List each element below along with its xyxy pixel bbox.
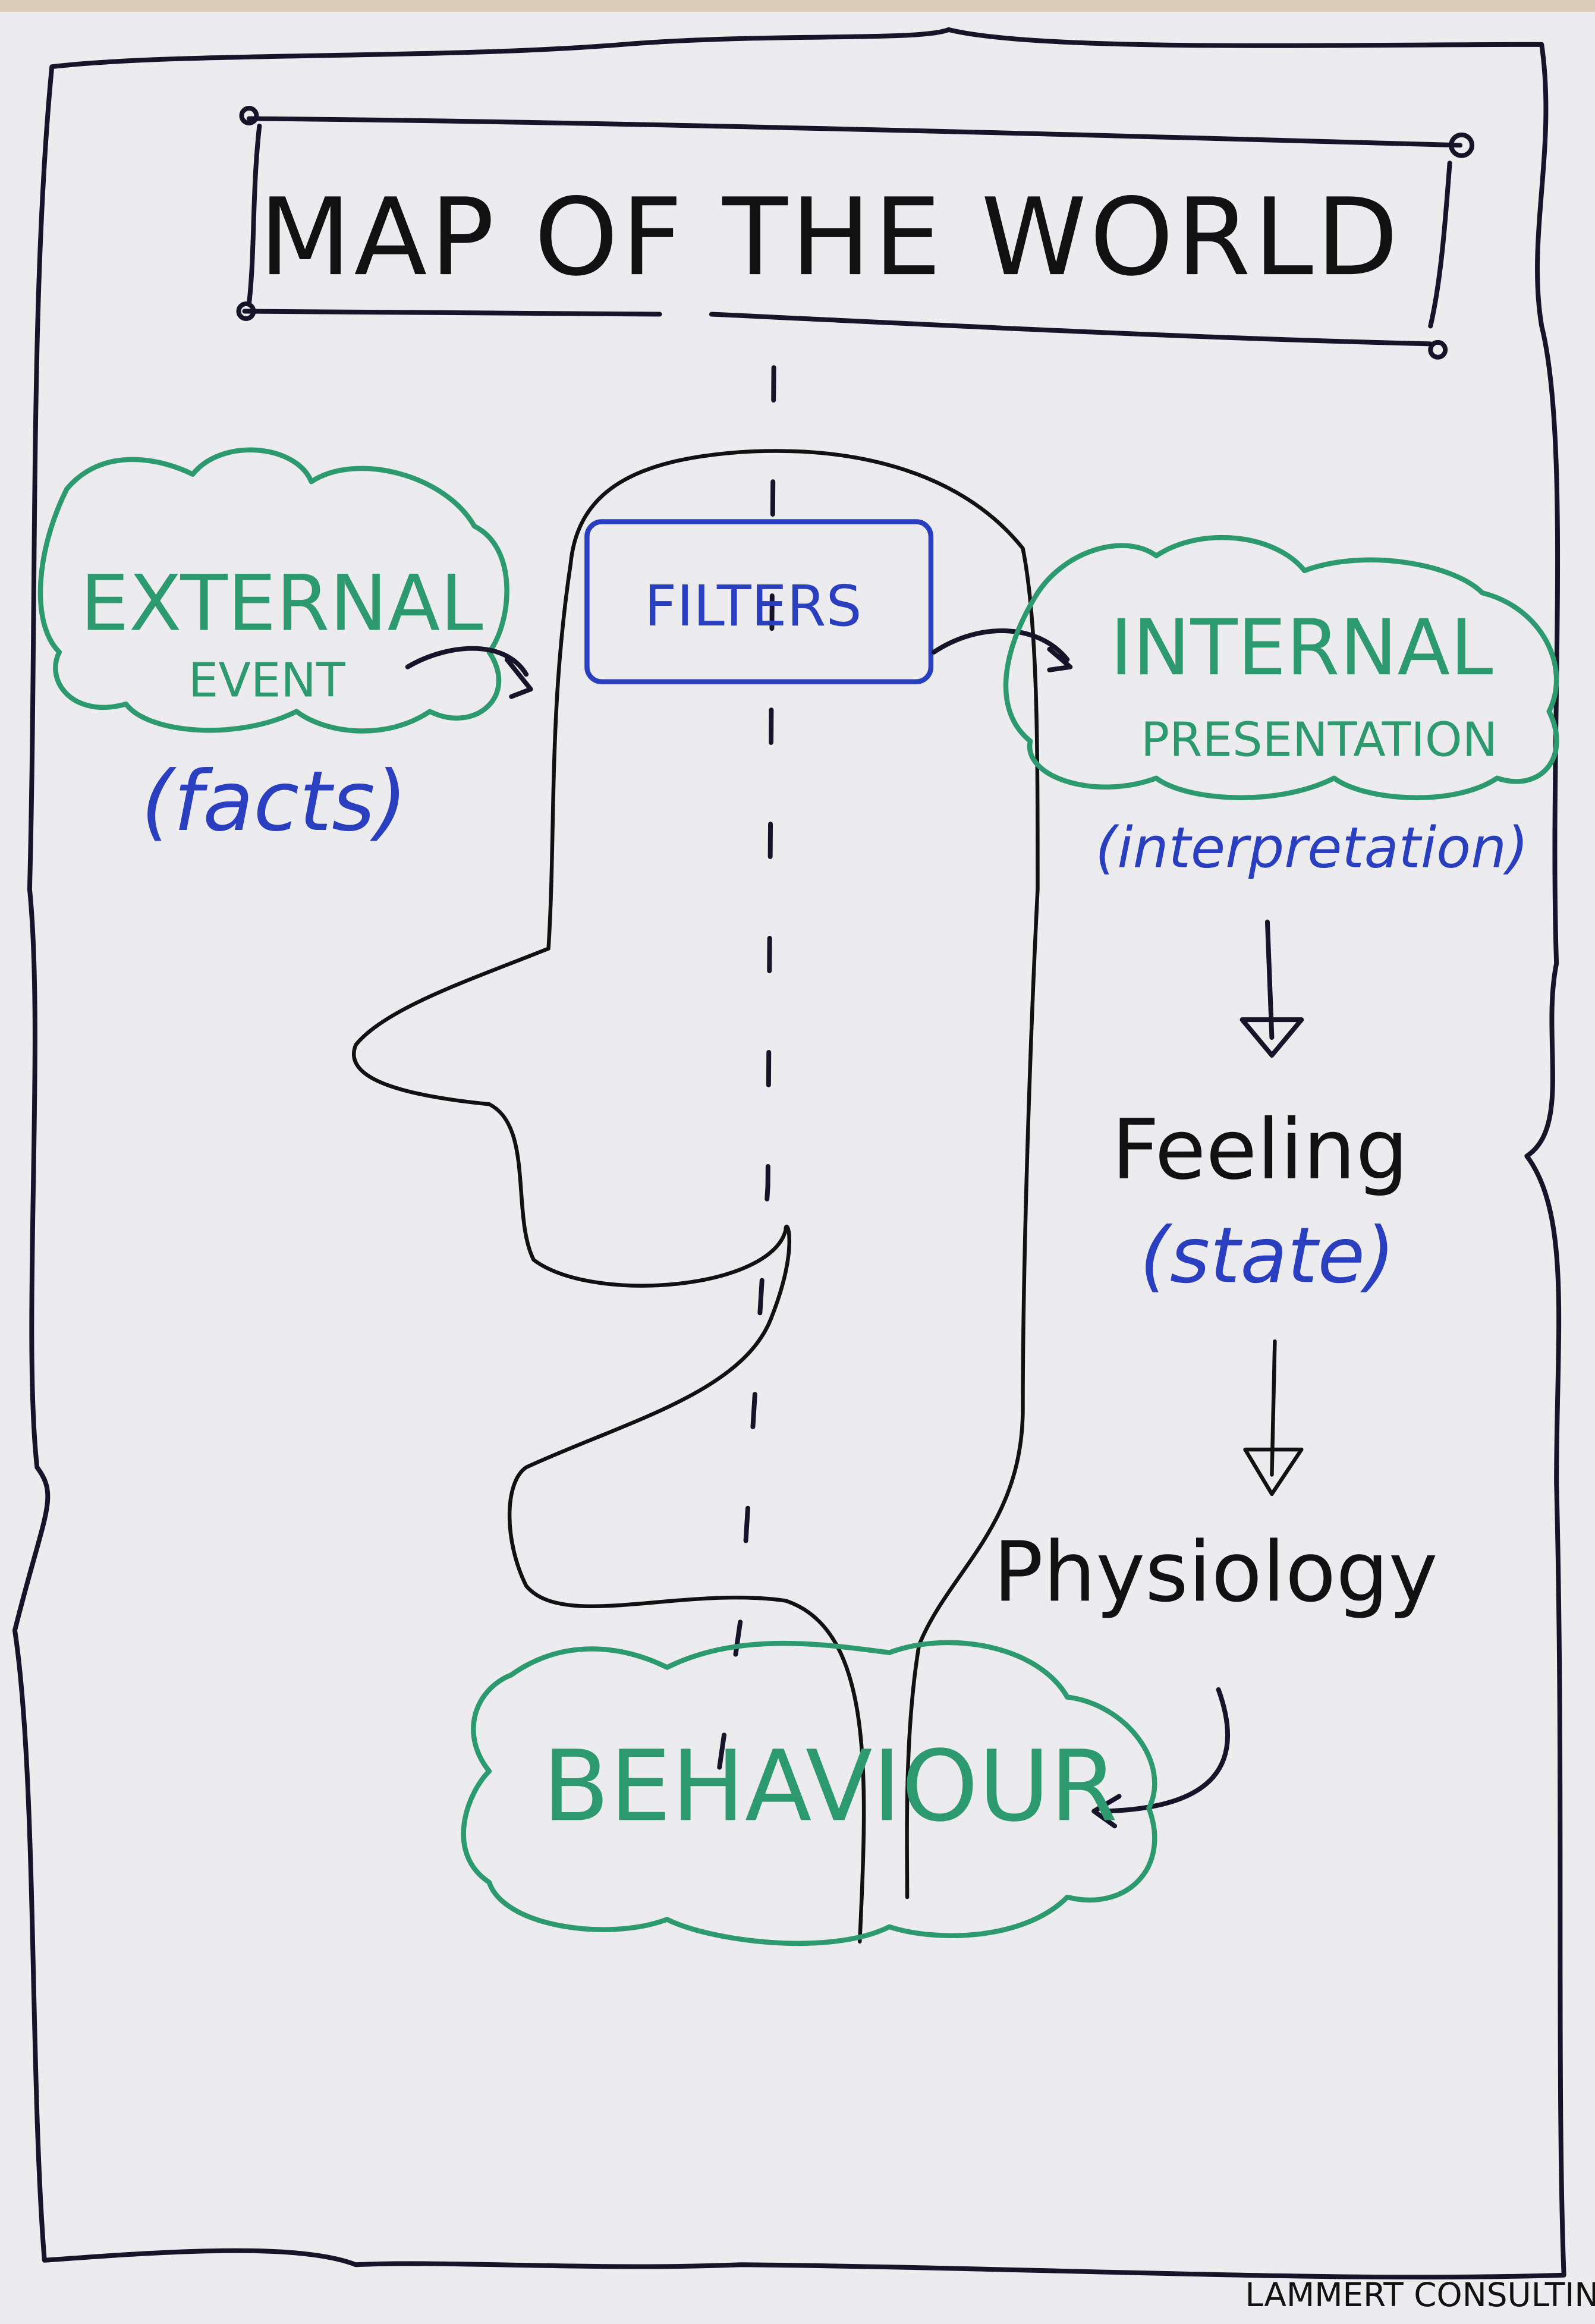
external-label: EXTERNAL <box>80 559 483 649</box>
feeling-label: Feeling <box>1112 1101 1408 1198</box>
head-profile-outline <box>352 449 1040 1944</box>
external-event-cloud <box>37 447 509 734</box>
table-edge <box>0 0 1595 12</box>
footer-signature: LAMMERT CONSULTING <box>1245 2276 1595 2314</box>
filters-box <box>584 519 934 685</box>
arrow-to-behaviour <box>1091 1687 1231 1829</box>
arrow-to-internal <box>931 628 1073 672</box>
arrow-to-feeling <box>1239 919 1304 1058</box>
behaviour-cloud <box>461 1640 1157 1946</box>
event-label: EVENT <box>188 653 345 708</box>
page-title: MAP OF THE WORLD <box>259 175 1401 300</box>
internal-presentation-cloud <box>1003 534 1559 800</box>
internal-label: INTERNAL <box>1110 603 1493 693</box>
physiology-label: Physiology <box>993 1523 1438 1620</box>
interpretation-note: (interpretation) <box>1095 815 1528 880</box>
facts-note: (facts) <box>141 753 407 850</box>
arrow-to-filters <box>405 646 533 699</box>
title-frame <box>236 105 1475 360</box>
state-note: (state) <box>1140 1210 1395 1300</box>
filters-label: FILTERS <box>644 574 862 639</box>
presentation-label: PRESENTATION <box>1141 712 1498 767</box>
behaviour-label: BEHAVIOUR <box>542 1729 1118 1843</box>
center-dashed-line <box>709 365 776 1826</box>
arrow-to-physiology <box>1243 1339 1304 1496</box>
page-border <box>12 27 1566 2280</box>
